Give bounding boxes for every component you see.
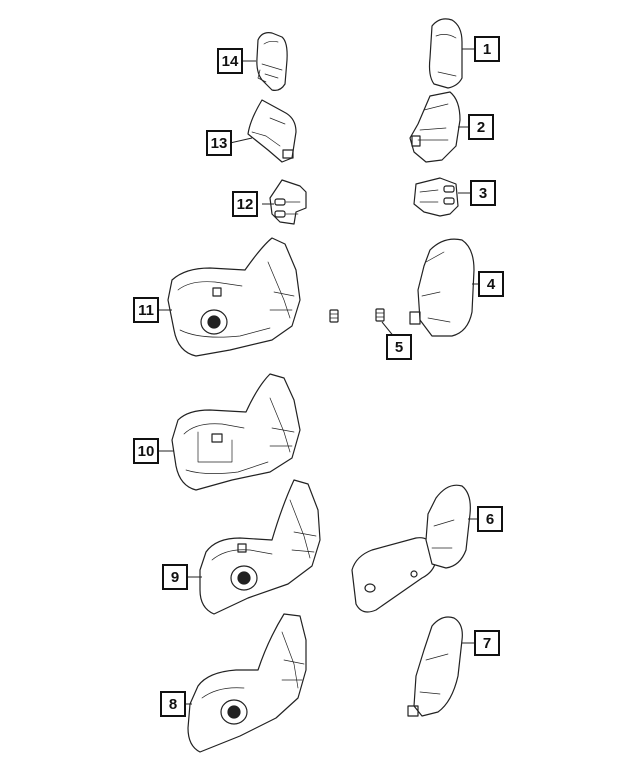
part-1-cover [428,18,463,89]
part-14-cover [256,32,288,91]
callout-1: 1 [474,36,500,62]
callout-11: 11 [133,297,159,323]
leader-13 [229,137,253,144]
callout-8: 8 [160,691,186,717]
part-12-bracket [269,179,307,225]
part-11-housing [167,237,301,357]
callout-10: 10 [133,438,159,464]
part-4-housing-cover [409,238,475,337]
callout-9: 9 [162,564,188,590]
part-13-cover [247,99,297,163]
callout-13: 13 [206,130,232,156]
part-3-bracket [413,177,459,217]
callout-14: 14 [217,48,243,74]
callout-4: 4 [478,271,504,297]
callout-7: 7 [474,630,500,656]
callout-2: 2 [468,114,494,140]
part-9-housing [199,479,321,615]
callout-5: 5 [386,334,412,360]
part-8-housing [187,613,307,753]
part-10-housing [171,373,301,491]
part-6-mirror-assembly [351,484,471,613]
part-2-bracket [409,91,461,163]
part-5-clips [329,308,385,323]
callout-12: 12 [232,191,258,217]
callout-3: 3 [470,180,496,206]
part-7-cover [407,616,463,717]
callout-6: 6 [477,506,503,532]
